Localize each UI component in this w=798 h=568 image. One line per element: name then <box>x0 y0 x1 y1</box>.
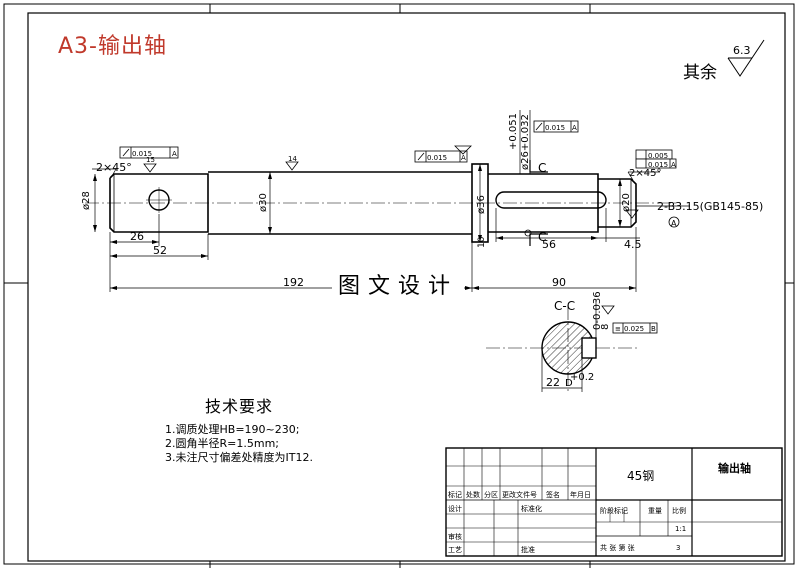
watermark: 图文设计 <box>332 268 465 300</box>
dim-dia-30: ø30 <box>258 193 269 212</box>
frame-ticks <box>4 4 794 568</box>
section-keyway <box>581 337 597 359</box>
arrowheads <box>93 164 636 290</box>
svg-text:B: B <box>651 325 656 333</box>
tolerance-frame-1: 0.015 A <box>119 146 179 159</box>
row-label-4: 签名 <box>546 490 560 499</box>
dim-dia-36: ø36 <box>476 195 487 214</box>
dim-len-10: 10 <box>477 236 487 248</box>
dim-center-hole: 2-B3.15(GB145-85) <box>657 200 763 213</box>
label-standardization: 标准化 <box>521 504 542 513</box>
technical-requirements: 技术要求 1.调质处理HB=190~230; 2.圆角半径R=1.5mm; 3.… <box>165 393 313 465</box>
requirement-item: 2.圆角半径R=1.5mm; <box>165 437 279 450</box>
requirement-item: 1.调质处理HB=190~230; <box>165 423 300 436</box>
svg-text:0.015: 0.015 <box>427 154 447 162</box>
dimension-lines <box>92 110 690 292</box>
dim-len-4-5: 4.5 <box>624 238 642 251</box>
dim-len-56: 56 <box>542 238 556 251</box>
svg-text:A: A <box>172 150 177 158</box>
svg-text:0.025: 0.025 <box>624 325 644 333</box>
roughness-value: 6.3 <box>733 44 751 57</box>
dim-len-26: 26 <box>130 230 144 243</box>
svg-text:0.015: 0.015 <box>545 124 565 132</box>
requirement-item: 3.未注尺寸偏差处精度为IT12. <box>165 451 313 464</box>
cut-label-top: C <box>538 161 546 175</box>
svg-text:0.005: 0.005 <box>648 152 668 160</box>
label-weight: 重量 <box>648 507 662 515</box>
dim-dia-26-upper: +0.051 <box>508 113 519 150</box>
section-dim-width: 22 <box>546 376 560 389</box>
section-dim-tol: +0.2 <box>570 372 594 383</box>
scale-value: 1:1 <box>675 525 686 533</box>
part-name: 输出轴 <box>718 461 751 475</box>
center-hole-ref: A <box>671 219 677 228</box>
dim-chamfer-right: 2×45° <box>629 168 661 179</box>
dim-dia-28: ø28 <box>81 191 92 210</box>
rough-symbol-15 <box>143 163 157 173</box>
cut-label-bottom: C <box>538 230 546 244</box>
tolerance-frame-4: 0.005 0.015 A <box>635 149 677 169</box>
dim-dia-26: ø26+0.032 <box>520 114 531 170</box>
technical-requirements-heading: 技术要求 <box>205 397 274 416</box>
label-scale: 比例 <box>672 506 686 515</box>
svg-text:0.015: 0.015 <box>648 161 668 169</box>
title-block-grid-lines <box>609 508 625 522</box>
label-approve: 批准 <box>521 545 535 554</box>
material: 45钢 <box>627 469 654 483</box>
title-block <box>445 447 783 557</box>
svg-text:≡: ≡ <box>615 325 621 333</box>
row-label-0: 标记 <box>448 490 462 499</box>
rough-label-14: 14 <box>288 155 297 163</box>
svg-text:A: A <box>572 124 577 132</box>
svg-text:0.015: 0.015 <box>132 150 152 158</box>
dim-len-90: 90 <box>552 276 566 289</box>
section-dim-key: 8 <box>600 324 611 330</box>
row-label-3: 更改文件号 <box>502 490 537 499</box>
tolerance-frame-2: 0.015 A <box>414 150 468 163</box>
label-process: 工艺 <box>448 546 462 554</box>
rough-symbol-14 <box>285 161 299 171</box>
dim-len-52: 52 <box>153 244 167 257</box>
inner-frame <box>27 12 786 562</box>
keyway <box>495 191 607 209</box>
label-design: 设计 <box>448 504 462 513</box>
outer-frame <box>3 3 795 565</box>
dim-chamfer-left: 2×45° <box>96 161 132 174</box>
tolerance-frame-3: 0.015 A <box>533 120 579 133</box>
row-label-5: 年月日 <box>570 490 591 499</box>
section-dim-depth: 0-0.036 <box>592 291 603 330</box>
dim-dia-20: ø20 <box>621 193 632 212</box>
sheet-num: 3 <box>676 544 680 552</box>
svg-text:A: A <box>461 154 466 162</box>
section-label-d: D <box>565 378 573 389</box>
svg-text:A: A <box>671 161 676 169</box>
rough-label-15: 15 <box>146 156 155 164</box>
row-label-1: 处数 <box>466 490 480 499</box>
symmetry-frame: ≡ 0.025 B <box>612 322 658 334</box>
label-stage: 阶段标记 <box>600 506 628 515</box>
label-review: 审核 <box>448 532 462 541</box>
row-label-2: 分区 <box>484 490 498 499</box>
roughness-label: 其余 <box>683 63 717 83</box>
dim-len-192: 192 <box>283 276 304 289</box>
drawing-title: A3-输出轴 <box>58 34 167 59</box>
sheets: 共 张 第 张 <box>600 543 635 552</box>
section-title: C-C <box>554 299 575 313</box>
roughness-symbol <box>727 39 765 77</box>
